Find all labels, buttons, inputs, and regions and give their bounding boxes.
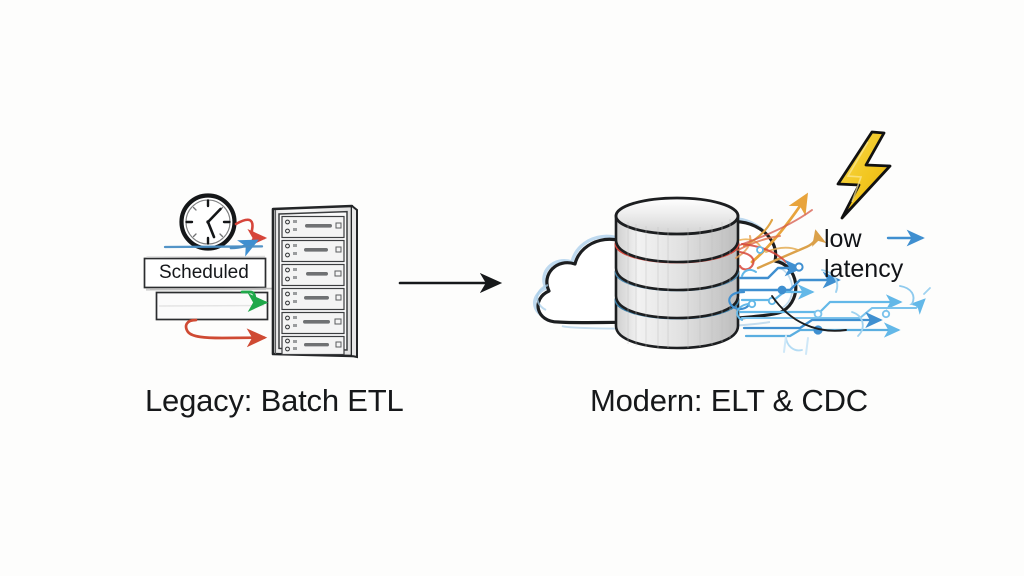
caption-modern: Modern: ELT & CDC [590, 383, 868, 418]
server-rack [271, 204, 358, 359]
low-latency-line2: latency [824, 255, 904, 283]
low-latency-line1: low [824, 225, 862, 253]
low-latency-annotation: low latency [824, 224, 903, 284]
database-cylinder-stack [614, 196, 740, 350]
amber-flow-arrows [735, 192, 827, 271]
circuit-traces [728, 246, 931, 355]
lightning-bolt-icon [836, 130, 892, 220]
scheduled-label: Scheduled [159, 262, 249, 283]
caption-legacy: Legacy: Batch ETL [145, 383, 404, 418]
scheduled-box [143, 255, 267, 291]
clock-icon [179, 193, 237, 251]
left-flow-arrows [163, 218, 269, 348]
